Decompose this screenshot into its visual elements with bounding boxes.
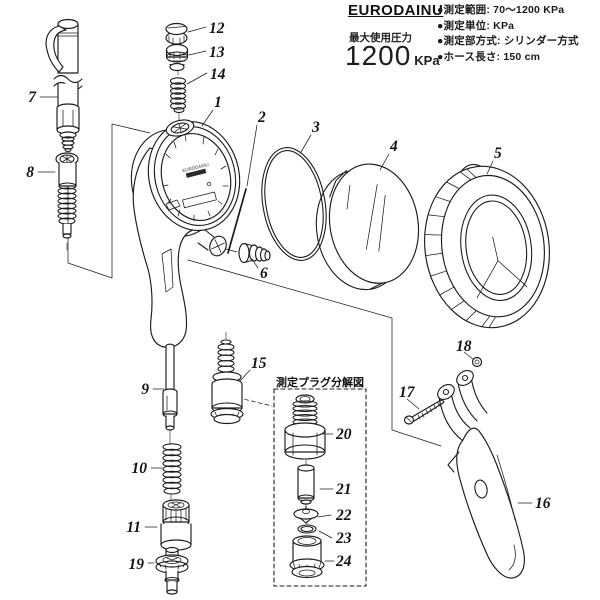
brand-title: EURODAINU [348,2,444,19]
part-label-14: 14 [210,66,226,83]
part-12-knurled-cap [165,22,188,45]
spec-method: ●測定部方式: シリンダー方式 [437,35,579,47]
part-6-nipple [238,242,271,264]
part-22-valve-disc [293,505,319,524]
part-20-plug-body [284,394,326,460]
part-7-air-chuck [45,18,83,153]
part-label-9: 9 [141,381,149,398]
part-label-3: 3 [311,119,320,136]
part-13-knurled-nut [165,43,189,72]
part-4-lens [315,163,420,291]
dial-ticks [162,133,229,222]
gauge-port [209,235,227,257]
part-label-4: 4 [389,138,398,155]
part-label-11: 11 [126,519,141,536]
part-10-spring [162,443,182,495]
part-label-10: 10 [132,460,148,477]
part-number-labels: 1 2 3 4 5 6 7 8 9 10 11 12 13 14 15 16 1… [26,20,551,573]
part-label-22: 22 [335,507,352,524]
part-label-5: 5 [494,145,502,162]
part-label-20: 20 [335,426,352,443]
spec-range: ●測定範囲: 70〜1200 KPa [437,4,565,16]
part-14-spring [169,77,187,114]
part-23-o-ring-small [297,524,317,534]
part-label-7: 7 [28,89,37,106]
part-17-screw [403,399,445,425]
part-label-16: 16 [535,495,551,512]
dial-wedge-mark [165,199,181,211]
part-24-knurled-sleeve [289,535,325,579]
dial-scale-window [182,191,217,209]
dial-brand-text: EURODAINU [182,162,209,173]
part-label-13: 13 [209,44,225,61]
bezel-ribs [424,168,497,328]
part-label-23: 23 [335,530,352,547]
part-label-19: 19 [129,556,145,573]
part-5-bezel-ring [424,163,550,329]
part-15-measuring-plug [210,339,244,425]
part-21-inner-tube [297,464,315,505]
part-8-hose-coupler [55,152,79,239]
max-pressure-number: 1200 [345,40,412,71]
part-label-6: 6 [260,265,268,282]
part-label-8: 8 [26,164,34,181]
part-label-17: 17 [399,384,416,401]
port-leader-line [225,248,238,253]
part-19-hose-barb-fitting [155,546,189,595]
inset-box [273,388,367,587]
part-label-21: 21 [335,481,352,498]
part-16-trigger-lever [437,370,525,579]
dial-logo-bar [185,168,207,178]
part-2-needle [227,188,247,254]
part-label-12: 12 [209,20,225,37]
part-label-2: 2 [257,109,266,126]
part-label-24: 24 [335,553,352,570]
dial-set-screw [206,181,212,187]
part-label-15: 15 [251,355,267,372]
max-pressure-label: 最大使用圧力 [349,32,412,44]
part-3-o-ring [261,147,327,261]
part-label-1: 1 [214,94,222,111]
max-pressure-unit: KPa [414,53,440,68]
spec-hose-length: ●ホース長さ: 150 cm [437,50,541,63]
part-9-piston-rod [162,343,178,431]
label-leader-lines [37,26,533,564]
part-18-nut [471,356,483,368]
part-11-cylinder-cap [160,499,192,551]
spec-list: ●測定範囲: 70〜1200 KPa ●測定単位: KPa ●測定部方式: シリ… [437,3,600,65]
gauge-top-fitting [165,119,195,137]
inset-box-title: 測定プラグ分解図 [276,377,364,389]
part-1-gauge-body: EURODAINU [130,119,241,348]
spec-unit: ●測定単位: KPa [437,19,515,32]
part-label-18: 18 [456,338,472,355]
